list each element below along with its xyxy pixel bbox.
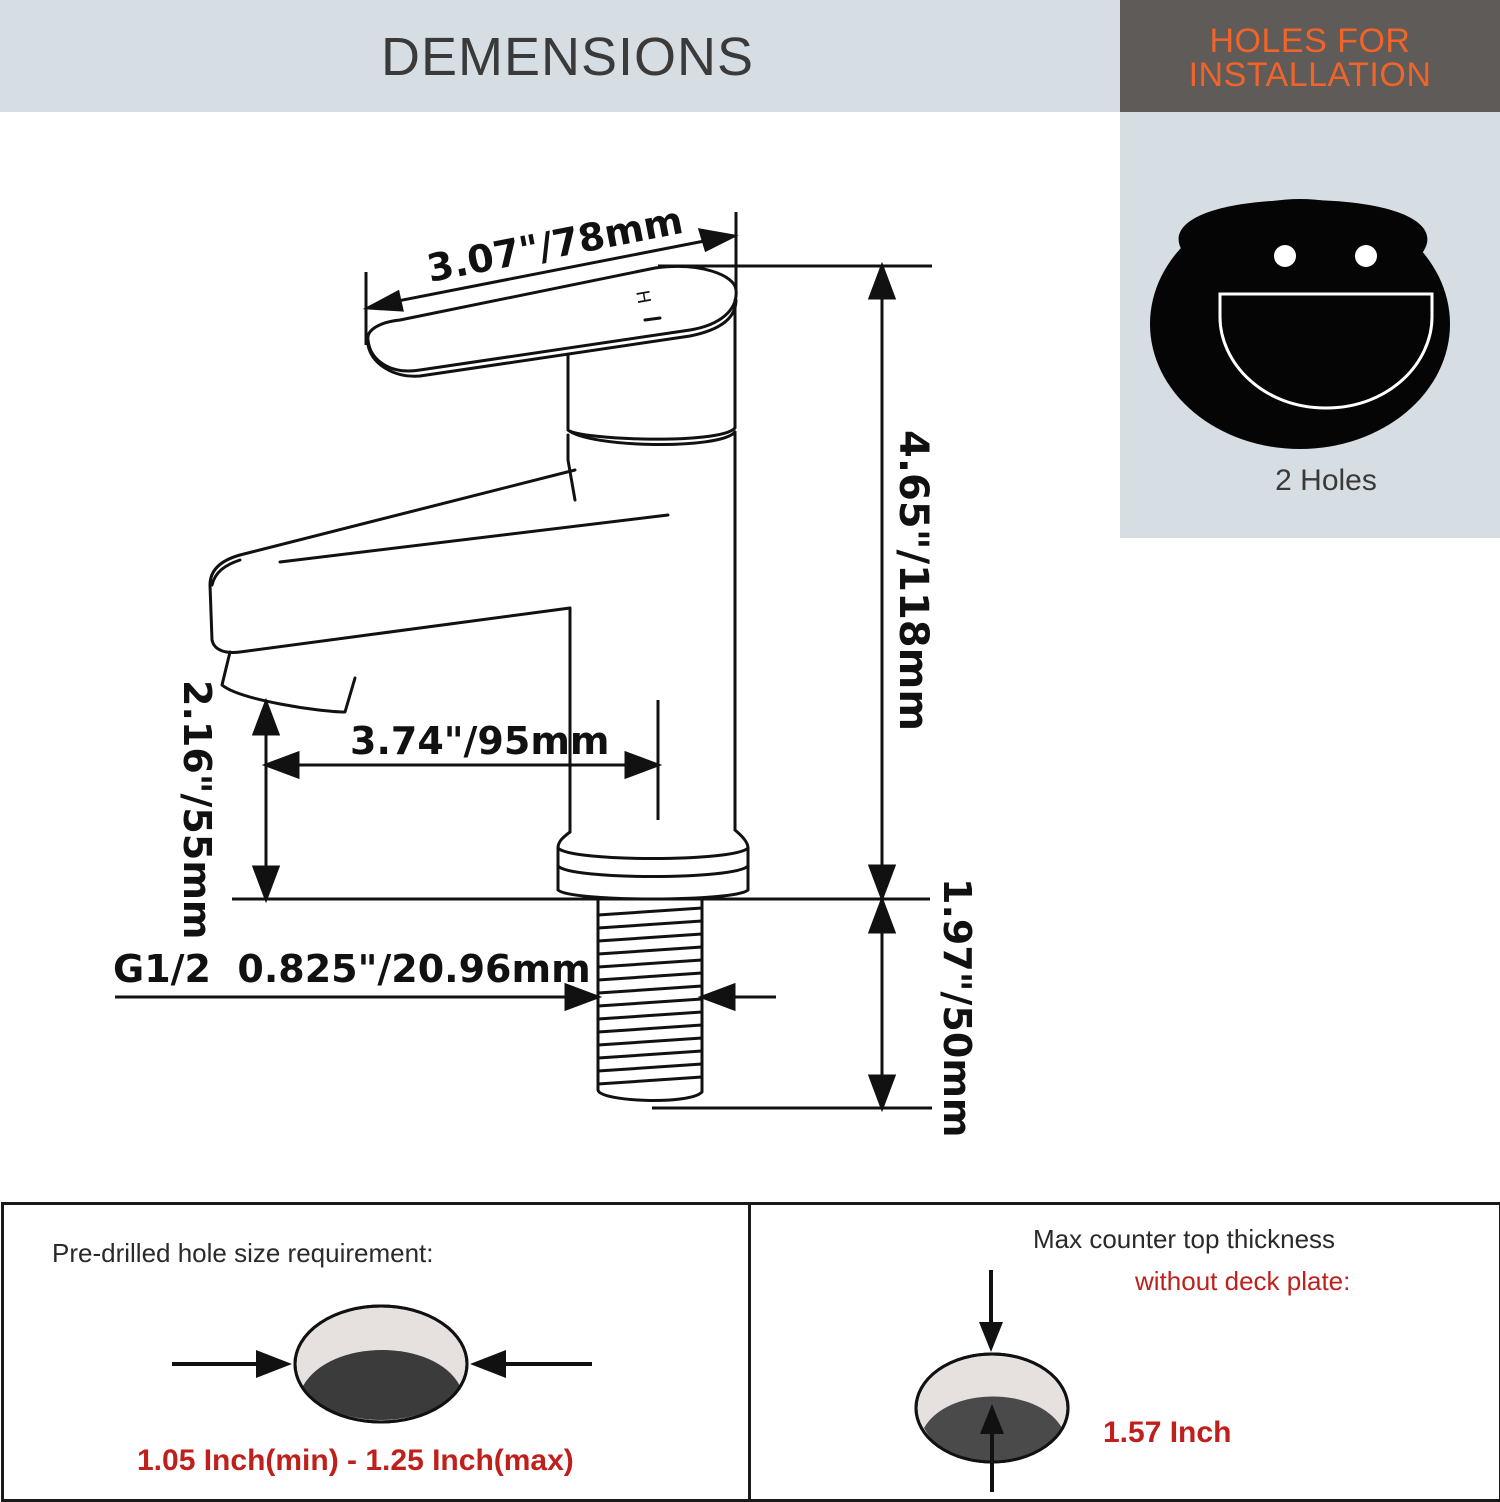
holes-header-title: HOLES FOR INSTALLATION bbox=[1120, 24, 1500, 92]
without-deck-label: without deck plate: bbox=[1135, 1266, 1351, 1296]
holes-panel: 2 Holes bbox=[1120, 112, 1500, 538]
faucet-dimension-drawing: 3.07"/78mm H 4.65"/118mm 3.74"/95mm 2.16… bbox=[113, 198, 979, 1138]
handle-h-mark: H bbox=[631, 289, 654, 306]
spout-height-label: 2.16"/55mm bbox=[175, 680, 219, 940]
spout-reach-label: 3.74"/95mm bbox=[350, 719, 610, 763]
page-title: DEMENSIONS bbox=[380, 27, 755, 87]
max-thickness-label: Max counter top thickness bbox=[1033, 1224, 1336, 1254]
thickness-value: 1.57 Inch bbox=[1103, 1416, 1232, 1449]
threaded-shank bbox=[596, 898, 704, 1102]
hole-size-value: 1.05 Inch(min) - 1.25 Inch(max) bbox=[137, 1444, 574, 1477]
requirements-divider bbox=[748, 1202, 751, 1499]
holes-header-line1: HOLES FOR bbox=[1209, 22, 1411, 60]
faucet-body bbox=[566, 298, 737, 441]
faucet-aerator bbox=[220, 650, 357, 714]
holes-caption: 2 Holes bbox=[1275, 464, 1377, 497]
header-bar bbox=[0, 0, 1120, 112]
thread-size-label: G1/2 0.825"/20.96mm bbox=[113, 947, 591, 991]
two-holes-plate-icon bbox=[1150, 199, 1450, 449]
total-height-label: 4.65"/118mm bbox=[890, 430, 936, 731]
faucet-spout bbox=[208, 468, 577, 654]
holes-header: HOLES FOR INSTALLATION bbox=[1120, 0, 1500, 112]
shank-length-label: 1.97"/50mm bbox=[935, 878, 979, 1138]
predrill-label: Pre-drilled hole size requirement: bbox=[52, 1238, 434, 1268]
faucet-base-ring bbox=[556, 828, 750, 901]
handle-length-label: 3.07"/78mm bbox=[423, 198, 686, 291]
predrilled-hole-icon bbox=[172, 1304, 592, 1424]
holes-header-line2: INSTALLATION bbox=[1188, 56, 1432, 94]
counter-thickness-icon bbox=[914, 1270, 1070, 1492]
